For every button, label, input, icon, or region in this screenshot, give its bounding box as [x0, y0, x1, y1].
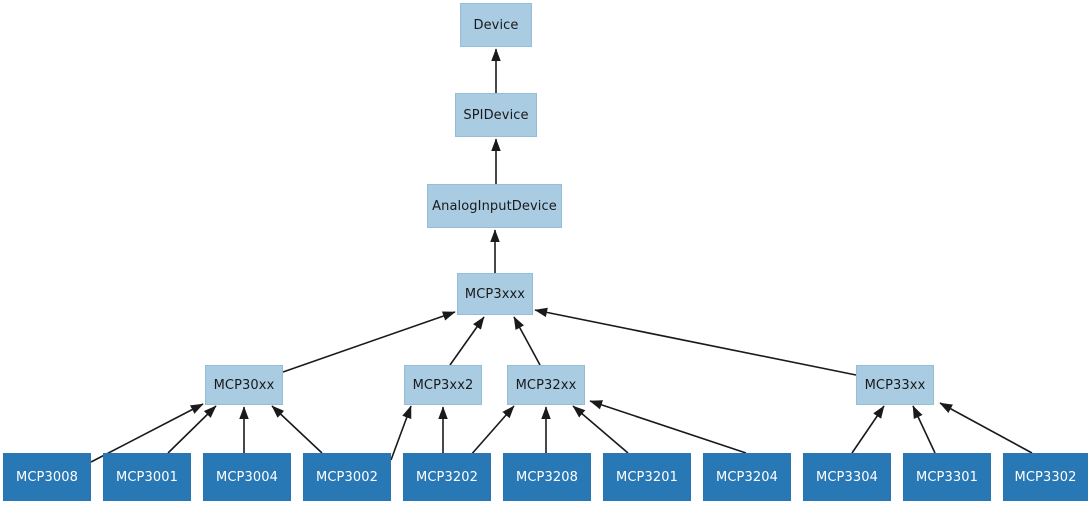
class-node-mcp3xx2[interactable]: MCP3xx2	[404, 365, 482, 405]
class-node-label: MCP3001	[116, 469, 178, 485]
class-node-mcp3302[interactable]: MCP3302	[1003, 453, 1088, 501]
class-node-spidevice[interactable]: SPIDevice	[455, 93, 537, 137]
inheritance-arrow-mcp3002-to-mcp30xx	[271, 405, 323, 454]
class-node-label: MCP3208	[516, 469, 578, 485]
class-node-label: MCP33xx	[864, 377, 926, 393]
inheritance-arrow-mcp3301-to-mcp33xx	[912, 405, 936, 454]
class-node-mcp33xx[interactable]: MCP33xx	[856, 365, 934, 405]
inheritance-arrow-mcp3302-to-mcp33xx	[939, 402, 1033, 454]
class-node-label: MCP3204	[716, 469, 778, 485]
class-node-label: MCP3xx2	[412, 377, 474, 393]
inheritance-arrow-mcp3304-to-mcp33xx	[851, 405, 885, 454]
class-node-mcp3204[interactable]: MCP3204	[703, 453, 791, 501]
class-node-label: MCP3201	[616, 469, 678, 485]
inheritance-arrow-mcp30xx-to-mcp3xxx	[282, 311, 456, 373]
class-node-label: MCP3008	[16, 469, 78, 485]
class-node-label: MCP3002	[316, 469, 378, 485]
class-node-label: MCP3xxx	[464, 286, 526, 302]
class-node-label: MCP3301	[916, 469, 978, 485]
class-node-label: MCP32xx	[515, 377, 577, 393]
class-node-label: AnalogInputDevice	[432, 198, 557, 214]
class-node-mcp3304[interactable]: MCP3304	[803, 453, 891, 501]
class-node-mcp3004[interactable]: MCP3004	[203, 453, 291, 501]
class-node-label: MCP3202	[416, 469, 478, 485]
class-node-label: MCP3302	[1014, 469, 1077, 485]
class-node-device[interactable]: Device	[460, 3, 532, 47]
class-node-label: SPIDevice	[463, 107, 529, 123]
inheritance-arrow-mcp3201-to-mcp32xx	[572, 405, 629, 454]
class-node-mcp3301[interactable]: MCP3301	[903, 453, 991, 501]
class-node-mcp3202[interactable]: MCP3202	[403, 453, 491, 501]
class-node-label: MCP3304	[816, 469, 878, 485]
class-node-mcp32xx[interactable]: MCP32xx	[507, 365, 585, 405]
inheritance-arrow-mcp32xx-to-mcp3xxx	[513, 316, 541, 366]
class-node-mcp3002[interactable]: MCP3002	[303, 453, 391, 501]
class-node-label: MCP3004	[216, 469, 278, 485]
class-node-mcp3008[interactable]: MCP3008	[3, 453, 91, 501]
class-node-mcp3001[interactable]: MCP3001	[103, 453, 191, 501]
class-node-label: Device	[473, 17, 519, 33]
inheritance-arrow-mcp3202-to-mcp32xx	[469, 405, 515, 457]
class-node-mcp3xxx[interactable]: MCP3xxx	[457, 273, 533, 315]
class-node-label: MCP30xx	[213, 377, 275, 393]
inheritance-arrow-mcp3002-to-mcp3xx2	[390, 405, 412, 461]
class-node-mcp3208[interactable]: MCP3208	[503, 453, 591, 501]
inheritance-arrow-mcp3xx2-to-mcp3xxx	[449, 316, 485, 366]
inheritance-arrow-mcp3001-to-mcp30xx	[167, 405, 217, 454]
class-node-analoginputdevice[interactable]: AnalogInputDevice	[427, 184, 562, 228]
class-node-mcp30xx[interactable]: MCP30xx	[205, 365, 283, 405]
inheritance-arrow-mcp3204-to-mcp32xx	[589, 400, 747, 454]
class-node-mcp3201[interactable]: MCP3201	[603, 453, 691, 501]
